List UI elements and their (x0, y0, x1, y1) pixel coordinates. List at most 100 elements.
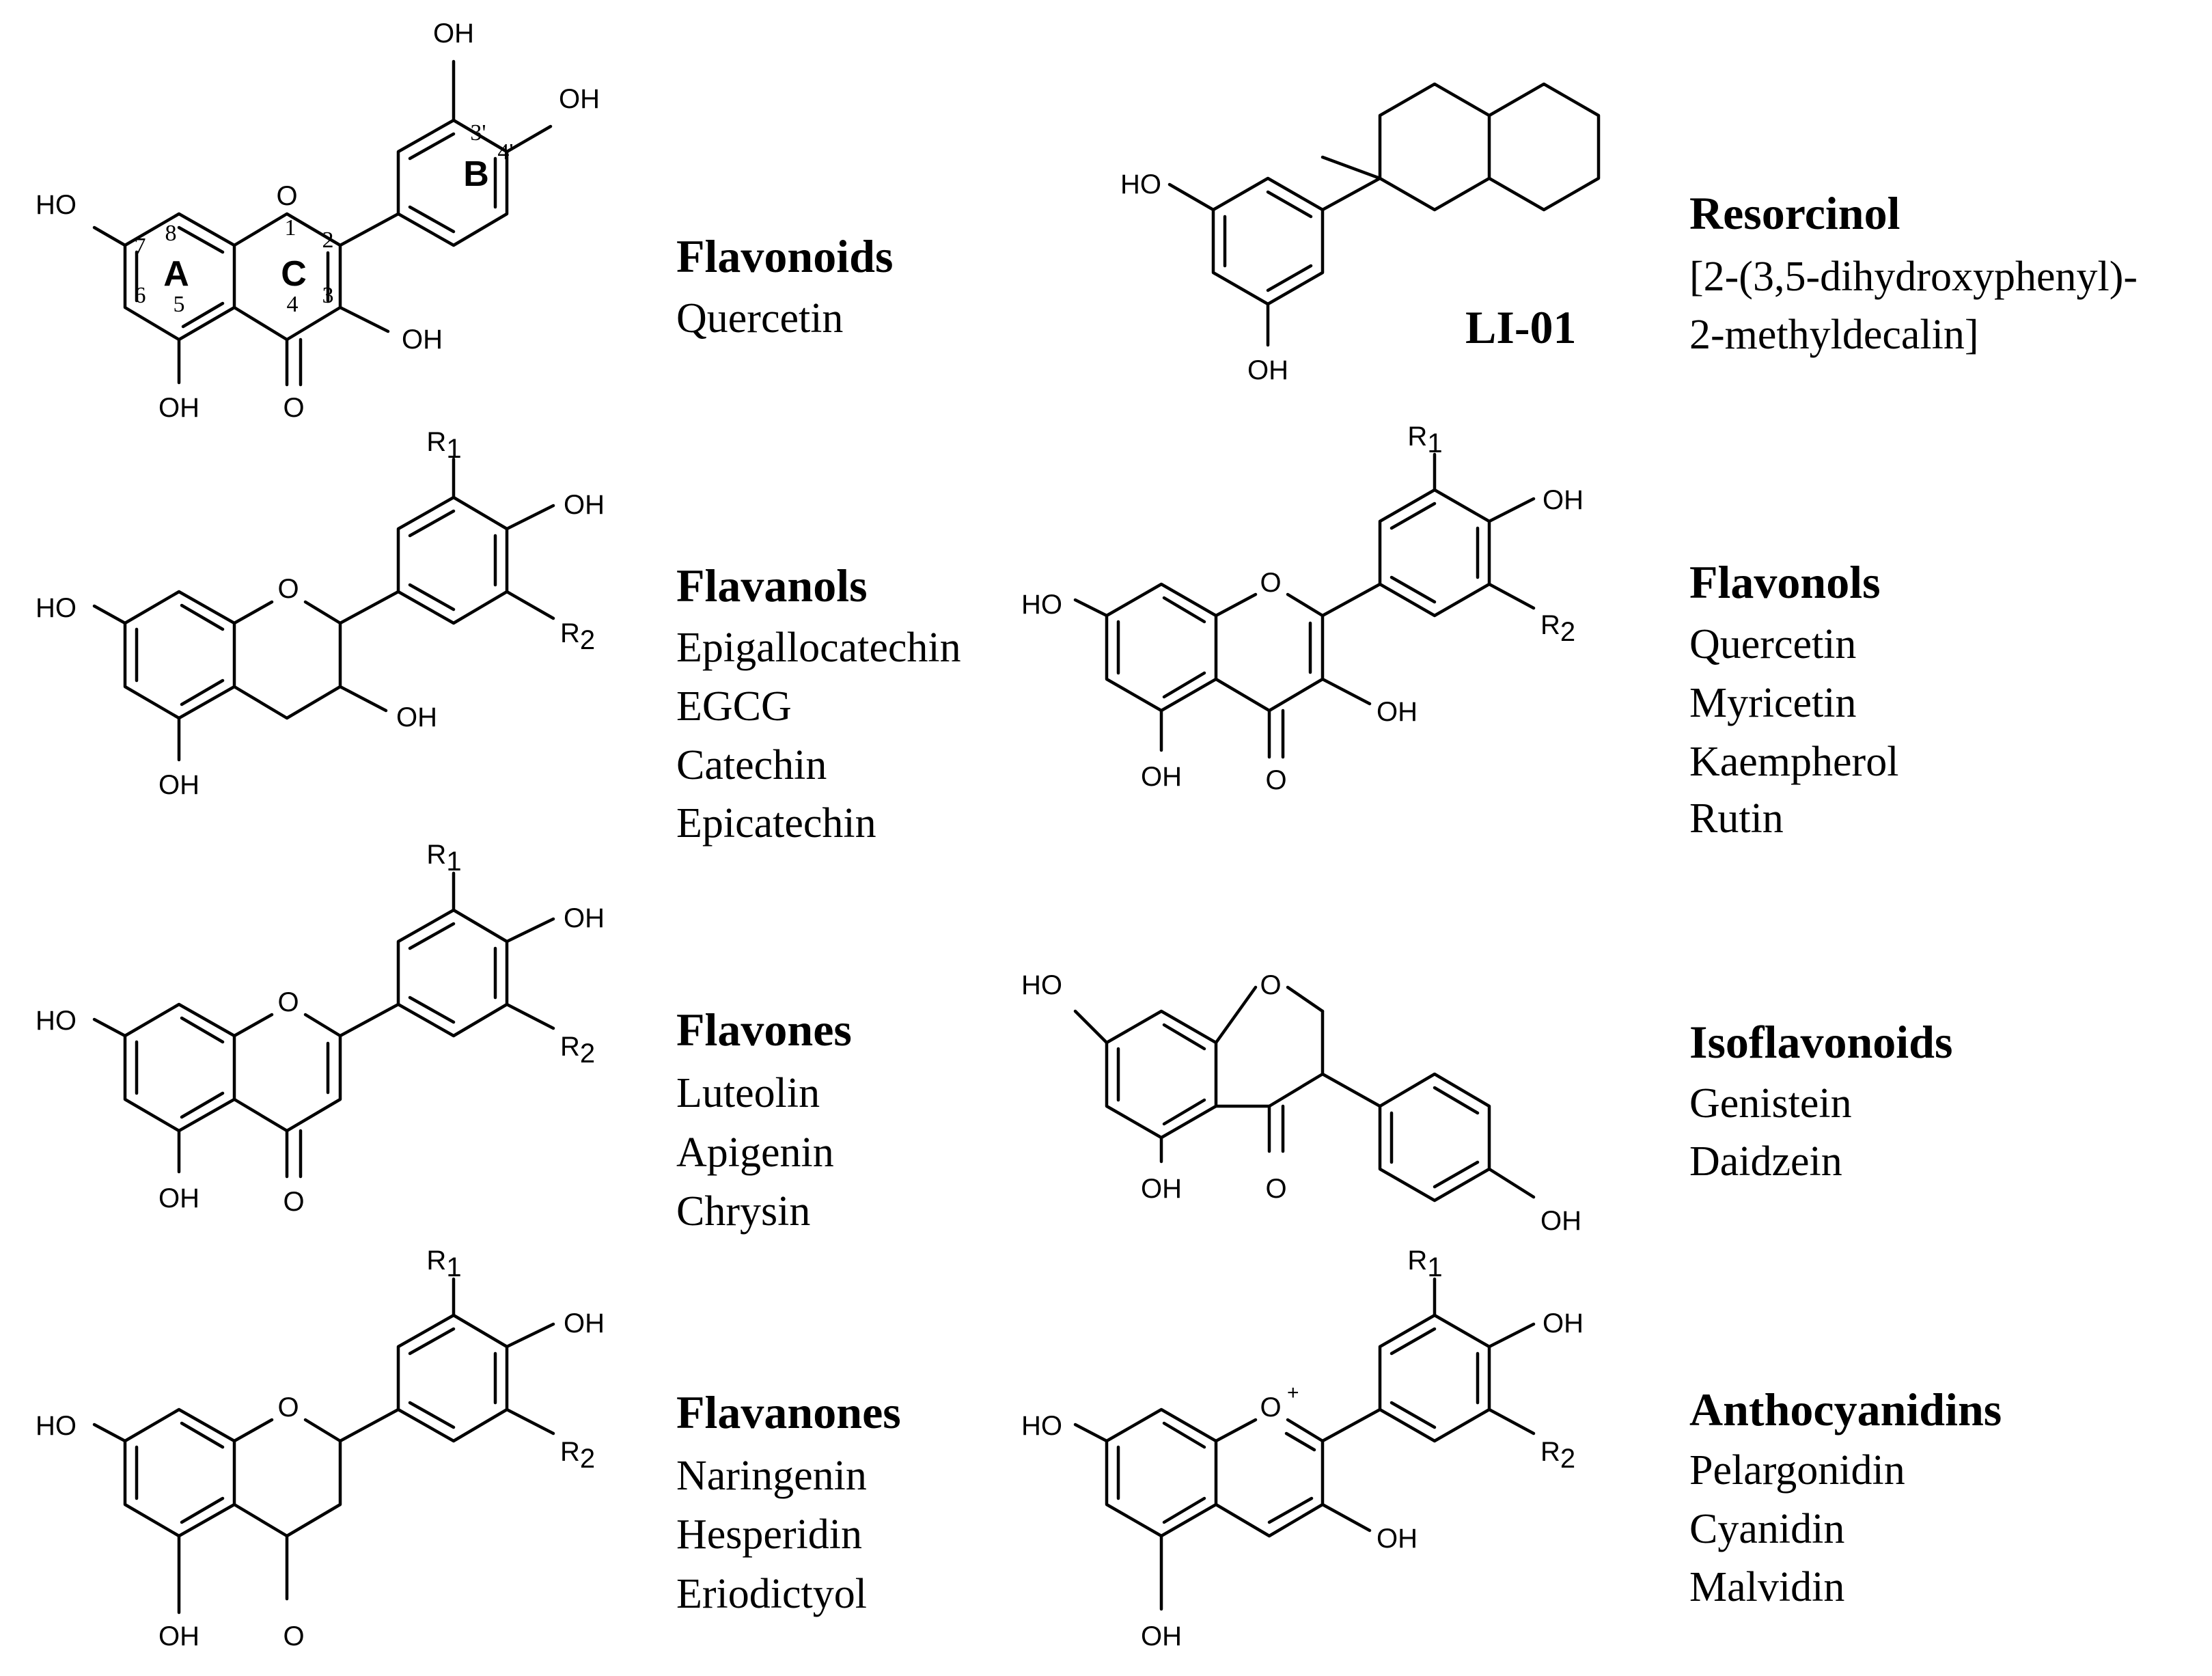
r2-substituent: R2 (1540, 610, 1575, 647)
class-name-flavonoids: Flavonoids (676, 230, 893, 282)
hydroxyl-4prime: OH (564, 903, 605, 933)
hydroxyl-4prime: OH (564, 490, 605, 520)
hydroxyl-7: HO (36, 190, 77, 220)
member-genistein: Genistein (1689, 1080, 1852, 1127)
structure-li-01: HO OH (1120, 82, 1601, 385)
position-4prime: 4' (497, 139, 513, 165)
r1-substituent: R1 (1407, 422, 1442, 458)
hydroxyl-4prime: OH (1540, 1206, 1581, 1236)
r2-substituent: R2 (1540, 1437, 1575, 1474)
hydroxyl-7: HO (36, 1411, 77, 1441)
member-egcg: EGCG (676, 683, 792, 730)
hydroxyl-li01-3: HO (1120, 169, 1161, 200)
position-1: 1 (285, 215, 296, 241)
r1-substituent: R1 (426, 840, 461, 877)
compound-name-li-01: LI-01 (1465, 301, 1576, 353)
hydroxyl-3: OH (1377, 1524, 1418, 1554)
position-5: 5 (174, 292, 185, 317)
hydroxyl-5: OH (158, 393, 199, 423)
r2-substituent: R2 (560, 618, 595, 655)
hydroxyl-5: OH (158, 1183, 199, 1213)
ring-b-label: B (463, 154, 489, 194)
hydroxyl-li01-5: OH (1247, 355, 1288, 385)
r1-substituent: R1 (1407, 1246, 1442, 1282)
svg-text:R1: R1 (426, 427, 461, 464)
svg-text:R2: R2 (1540, 610, 1575, 647)
ring-oxygen: O (277, 574, 299, 604)
hydroxyl-5: OH (158, 1621, 199, 1651)
position-6: 6 (135, 283, 146, 308)
ring-oxygen: O (276, 181, 297, 211)
svg-text:R2: R2 (560, 1437, 595, 1474)
class-name-flavanols: Flavanols (676, 560, 868, 612)
member-rutin: Rutin (1689, 795, 1784, 842)
hydroxyl-4prime: OH (1543, 1308, 1584, 1338)
member-myricetin: Myricetin (1689, 680, 1857, 726)
svg-text:R1: R1 (1407, 422, 1442, 458)
member-pelargonidin: Pelargonidin (1689, 1447, 1905, 1494)
member-cyanidin: Cyanidin (1689, 1506, 1844, 1552)
structure-isoflavonoids: O HO OH O OH (1021, 970, 1581, 1236)
member-quercetin: Quercetin (676, 295, 843, 342)
ring-oxygen: O (1260, 568, 1281, 598)
ring-oxygen: O (277, 1392, 299, 1423)
hydroxyl-7: HO (1021, 1411, 1062, 1441)
carbonyl-oxygen: O (1265, 765, 1286, 795)
member-catechin: Catechin (676, 742, 827, 788)
position-8: 8 (165, 221, 177, 246)
class-name-flavones: Flavones (676, 1004, 852, 1056)
ring-oxygen: O (1260, 970, 1281, 1000)
structure-flavones: O HO OH O OH R1 R2 (36, 840, 605, 1217)
svg-text:R1: R1 (1407, 1246, 1442, 1282)
member-epicatechin: Epicatechin (676, 800, 876, 847)
position-2: 2 (322, 228, 334, 253)
class-name-anthocyanidins: Anthocyanidins (1689, 1384, 2002, 1435)
class-name-resorcinol: Resorcinol (1689, 187, 1900, 239)
member-resorcinol-iupac-1: [2-(3,5-dihydroxyphenyl)- (1689, 253, 2138, 300)
carbonyl-oxygen: O (283, 1187, 304, 1217)
class-name-flavanones: Flavanones (676, 1386, 901, 1438)
position-4: 4 (287, 292, 299, 317)
member-luteolin: Luteolin (676, 1070, 820, 1116)
svg-text:R1: R1 (426, 840, 461, 877)
position-3prime: 3' (470, 120, 486, 146)
hydroxyl-7: HO (1021, 970, 1062, 1000)
class-name-flavonols: Flavonols (1689, 556, 1881, 608)
structure-flavanones: O HO OH O OH R1 R2 (36, 1246, 605, 1651)
member-malvidin: Malvidin (1689, 1564, 1844, 1610)
hydroxyl-7: HO (1021, 590, 1062, 620)
hydroxyl-5: OH (1141, 1174, 1182, 1204)
member-eriodictyol: Eriodictyol (676, 1571, 867, 1617)
position-7: 7 (135, 234, 146, 259)
r2-substituent: R2 (560, 1032, 595, 1069)
structure-flavonoids: O HO OH O OH OH OH 8 7 6 5 1 2 3 4 3' 4'… (36, 18, 600, 423)
ring-a-label: A (163, 254, 189, 294)
hydroxyl-3: OH (1377, 697, 1418, 727)
svg-text:R1: R1 (426, 1246, 461, 1282)
member-kaempherol: Kaempherol (1689, 739, 1898, 785)
hydroxyl-5: OH (1141, 1621, 1182, 1651)
member-resorcinol-iupac-2: 2-methyldecalin] (1689, 312, 1979, 358)
hydroxyl-4prime: OH (1543, 485, 1584, 515)
carbonyl-oxygen: O (283, 1621, 304, 1651)
r1-substituent: R1 (426, 1246, 461, 1282)
member-naringenin: Naringenin (676, 1453, 867, 1499)
hydroxyl-7: HO (36, 593, 77, 623)
carbonyl-oxygen: O (283, 393, 304, 423)
hydroxyl-3prime: OH (433, 18, 474, 49)
svg-text:R2: R2 (1540, 1437, 1575, 1474)
ring-oxygen-cation: O (1260, 1392, 1281, 1423)
ring-c-label: C (281, 254, 307, 294)
member-daidzein: Daidzein (1689, 1138, 1842, 1185)
hydroxyl-5: OH (158, 770, 199, 800)
structure-anthocyanidins: O + HO OH OH OH R1 R2 (1021, 1246, 1584, 1651)
member-quercetin: Quercetin (1689, 621, 1856, 668)
hydroxyl-3: OH (396, 702, 437, 732)
hydroxyl-5: OH (1141, 762, 1182, 792)
hydroxyl-7: HO (36, 1006, 77, 1036)
carbonyl-oxygen: O (1265, 1174, 1286, 1204)
structure-flavonols: O HO OH O OH OH R1 R2 (1021, 422, 1584, 795)
svg-text:R2: R2 (560, 1032, 595, 1069)
member-apigenin: Apigenin (676, 1129, 834, 1176)
